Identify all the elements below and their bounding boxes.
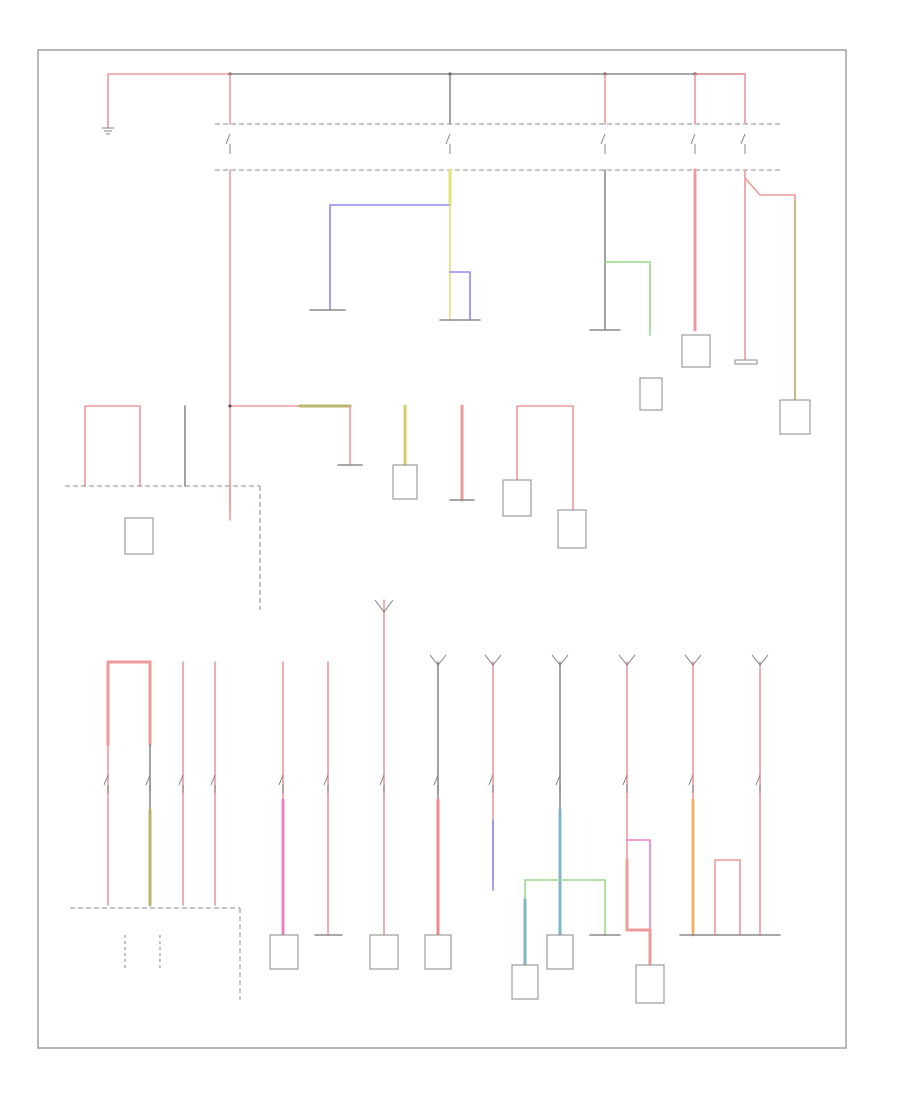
top-power-feed [102,72,746,135]
component-box [424,934,452,970]
fuse-box-top [215,73,780,171]
component-box [546,934,574,970]
component-box [779,399,811,435]
diagram-frame [37,49,847,1049]
component-box [124,517,154,555]
component-box [639,377,663,411]
top-branch-wires [229,168,811,511]
ground-symbol [102,127,114,135]
component-box [635,964,665,1004]
component-box [681,334,711,368]
component-box [269,934,299,970]
component-box [392,464,418,500]
component-box [557,509,587,549]
component-box [502,479,532,517]
component-box [511,964,539,1000]
bottom-branches [70,599,781,1004]
component-box [734,359,758,365]
component-box [369,934,399,970]
middle-branches [65,404,587,610]
